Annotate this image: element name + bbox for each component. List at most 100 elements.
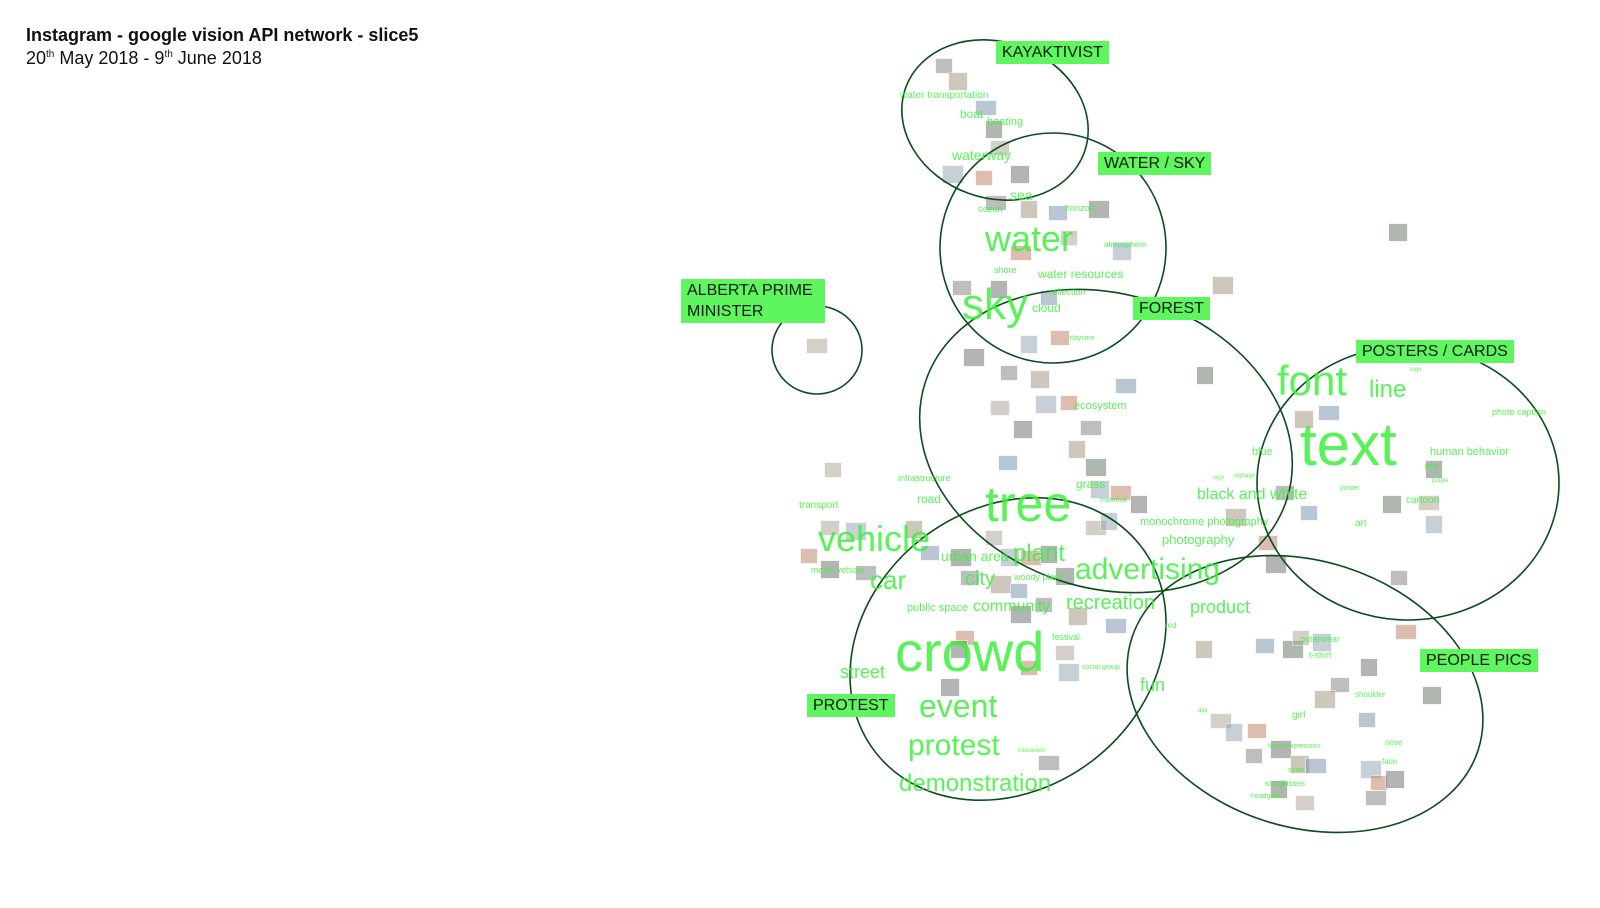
image-thumbnail bbox=[1422, 686, 1442, 705]
word-label: social group bbox=[1082, 664, 1120, 671]
image-thumbnail bbox=[1013, 420, 1033, 439]
word-label: event bbox=[919, 688, 998, 724]
word-label: festival bbox=[1052, 632, 1081, 642]
word-label: fun bbox=[1140, 675, 1166, 695]
image-thumbnail bbox=[1010, 245, 1032, 261]
image-thumbnail bbox=[1365, 790, 1387, 806]
image-thumbnail bbox=[950, 640, 968, 659]
image-thumbnail bbox=[845, 522, 867, 541]
word-label: shoulder bbox=[1355, 690, 1386, 699]
image-thumbnail bbox=[1035, 597, 1053, 613]
image-thumbnail bbox=[1330, 677, 1350, 693]
image-thumbnail bbox=[1068, 607, 1088, 626]
image-thumbnail bbox=[905, 520, 923, 539]
image-thumbnail bbox=[1212, 276, 1234, 295]
image-thumbnail bbox=[820, 520, 840, 536]
image-thumbnail bbox=[855, 565, 877, 581]
word-label: interaction bbox=[1018, 748, 1046, 754]
image-thumbnail bbox=[960, 570, 980, 586]
word-label: photography bbox=[1162, 532, 1235, 547]
word-label: font bbox=[1277, 357, 1348, 404]
word-label: water resources bbox=[1038, 267, 1124, 281]
image-thumbnail bbox=[1247, 723, 1267, 739]
image-thumbnail bbox=[1048, 205, 1068, 221]
image-thumbnail bbox=[1010, 165, 1030, 184]
chart-title: Instagram - google vision API network - … bbox=[26, 25, 419, 45]
image-thumbnail bbox=[824, 462, 842, 478]
word-label: public space bbox=[907, 602, 969, 614]
image-thumbnail bbox=[1425, 460, 1443, 479]
date-suffix: th bbox=[46, 49, 55, 60]
image-thumbnail bbox=[1382, 495, 1402, 514]
image-thumbnail bbox=[1100, 512, 1118, 531]
image-thumbnail bbox=[1112, 242, 1132, 261]
image-thumbnail bbox=[1425, 515, 1443, 534]
image-thumbnail bbox=[1358, 712, 1376, 728]
image-thumbnail bbox=[1060, 230, 1078, 246]
image-thumbnail bbox=[1245, 748, 1263, 764]
image-thumbnail bbox=[1000, 365, 1018, 381]
word-label: tree bbox=[985, 476, 1072, 532]
image-thumbnail bbox=[1418, 495, 1440, 511]
word-label: day bbox=[1198, 708, 1208, 714]
word-label: human behavior bbox=[1430, 446, 1509, 458]
word-label: logo bbox=[1410, 367, 1422, 373]
word-label: urban area bbox=[941, 548, 1009, 564]
image-thumbnail bbox=[1020, 200, 1038, 219]
image-thumbnail bbox=[1225, 723, 1243, 742]
image-thumbnail bbox=[1035, 395, 1057, 414]
image-thumbnail bbox=[1105, 618, 1127, 634]
image-thumbnail bbox=[1295, 795, 1315, 811]
word-label: girl bbox=[1292, 710, 1306, 721]
word-label: product bbox=[1190, 597, 1251, 617]
word-label: sky bbox=[962, 280, 1028, 329]
image-thumbnail bbox=[963, 348, 985, 367]
image-thumbnail bbox=[1130, 495, 1148, 514]
word-label: infrastructure bbox=[898, 473, 951, 483]
word-label: photo caption bbox=[1492, 407, 1547, 417]
image-thumbnail bbox=[1088, 200, 1110, 219]
word-label: blue bbox=[1252, 446, 1273, 458]
cluster-label-people: PEOPLE PICS bbox=[1420, 649, 1538, 672]
image-thumbnail bbox=[975, 100, 997, 116]
image-thumbnail bbox=[806, 338, 828, 354]
image-thumbnail bbox=[975, 170, 993, 186]
image-thumbnail bbox=[1305, 758, 1327, 774]
word-label: red bbox=[1165, 621, 1177, 630]
word-label: face bbox=[1382, 757, 1398, 766]
word-label: ecosystem bbox=[1074, 400, 1127, 412]
word-label: black and white bbox=[1197, 486, 1308, 503]
cluster-label-alberta: ALBERTA PRIME MINISTER bbox=[681, 279, 825, 323]
word-label: t-shirt bbox=[1309, 650, 1332, 660]
image-thumbnail bbox=[1314, 690, 1336, 709]
word-label: horizon bbox=[1065, 203, 1095, 213]
image-thumbnail bbox=[1318, 405, 1340, 421]
image-thumbnail bbox=[1255, 638, 1275, 654]
word-label: boat bbox=[960, 107, 984, 121]
date-suffix: th bbox=[164, 49, 173, 60]
image-thumbnail bbox=[942, 165, 964, 184]
word-label: grass bbox=[1076, 477, 1106, 491]
image-thumbnail bbox=[935, 58, 953, 74]
word-label: car bbox=[870, 565, 907, 595]
word-label: plant bbox=[1013, 540, 1066, 567]
word-label: purple bbox=[1432, 478, 1449, 484]
image-thumbnail bbox=[990, 400, 1010, 416]
image-thumbnail bbox=[1068, 440, 1086, 459]
word-label: signage bbox=[1234, 473, 1256, 479]
image-thumbnail bbox=[920, 545, 940, 561]
word-label: water bbox=[985, 218, 1074, 259]
word-label: mammal bbox=[1100, 497, 1127, 504]
word-label: vehicle bbox=[818, 518, 931, 559]
image-thumbnail bbox=[1395, 624, 1417, 640]
image-thumbnail bbox=[985, 530, 1003, 546]
image-thumbnail bbox=[1196, 366, 1214, 385]
word-label: community bbox=[973, 598, 1051, 615]
word-label: ocean bbox=[978, 204, 1003, 214]
date-start-day: 20 bbox=[26, 48, 47, 68]
image-thumbnail bbox=[1060, 395, 1078, 411]
image-thumbnail bbox=[998, 455, 1018, 471]
image-thumbnail bbox=[952, 280, 972, 296]
word-label: demonstration bbox=[899, 770, 1052, 797]
word-label: monochrome photography bbox=[1140, 516, 1269, 528]
